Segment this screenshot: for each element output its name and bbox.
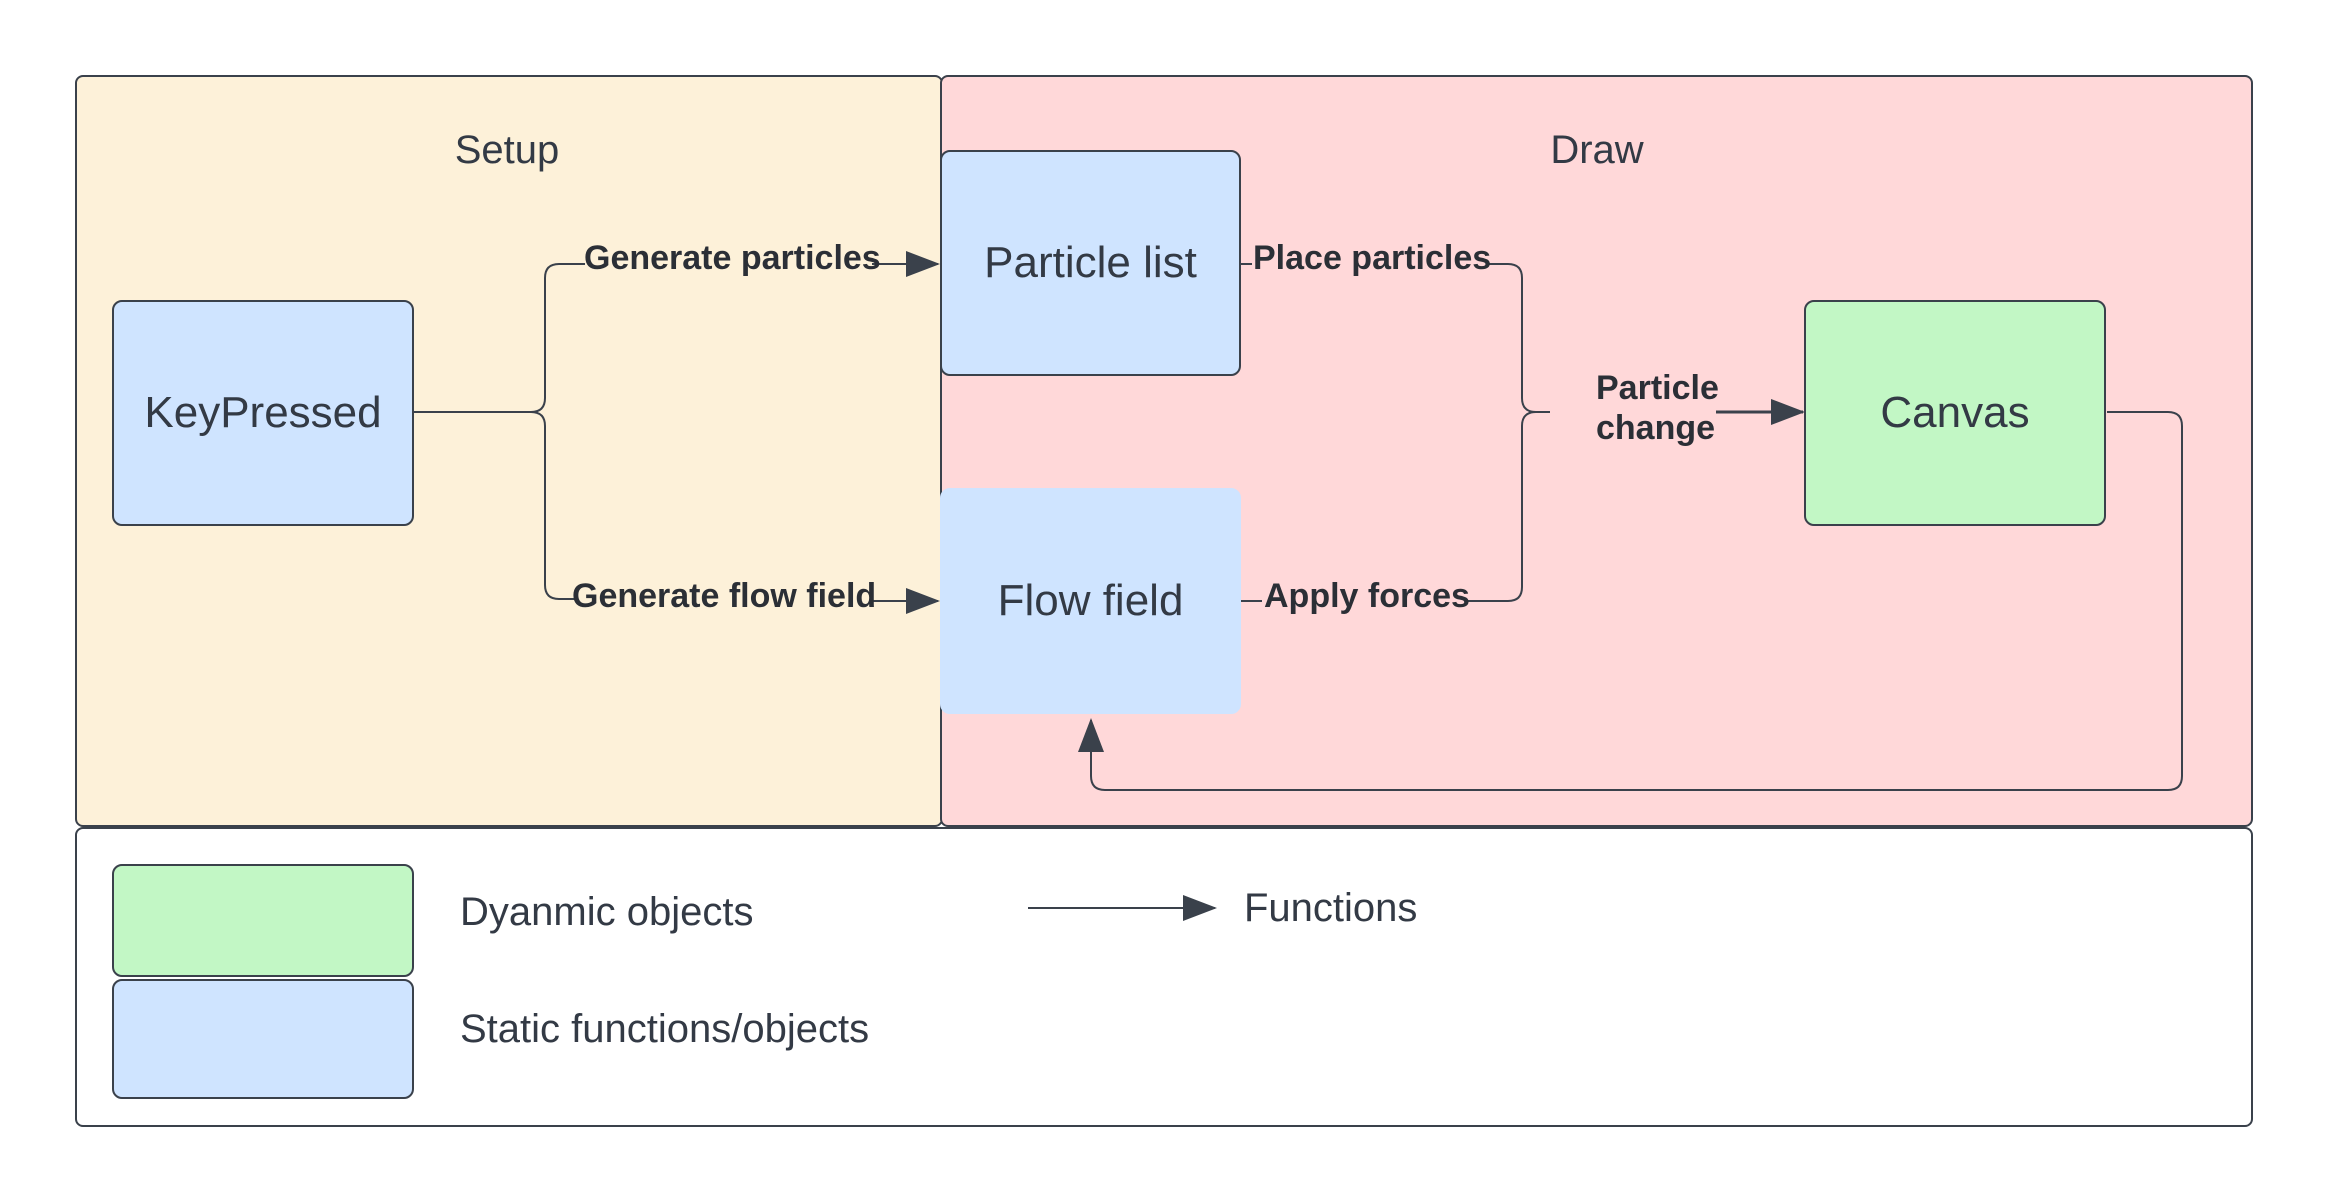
particle-change-label-line1: Particle <box>1596 369 1719 407</box>
draw-title: Draw <box>1550 128 1644 172</box>
place-particles-label: Place particles <box>1253 239 1492 277</box>
generate-particles-label: Generate particles <box>584 239 881 277</box>
setup-title: Setup <box>454 128 560 172</box>
apply-forces-label: Apply forces <box>1264 577 1470 615</box>
flow-field-node[interactable]: Flow field <box>940 488 1241 714</box>
legend-dynamic-label: Dyanmic objects <box>460 890 754 934</box>
keypressed-node[interactable]: KeyPressed <box>112 300 414 526</box>
legend-dynamic-swatch <box>112 864 414 977</box>
canvas-node[interactable]: Canvas <box>1804 300 2106 526</box>
legend-static-label: Static functions/objects <box>460 1007 870 1051</box>
generate-flow-field-label: Generate flow field <box>572 577 877 615</box>
particle-change-label-line2: change <box>1596 409 1716 447</box>
particle-list-node[interactable]: Particle list <box>940 150 1241 376</box>
legend-static-swatch <box>112 979 414 1099</box>
legend-functions-label: Functions <box>1244 886 1418 930</box>
legend-region <box>75 827 2253 1127</box>
